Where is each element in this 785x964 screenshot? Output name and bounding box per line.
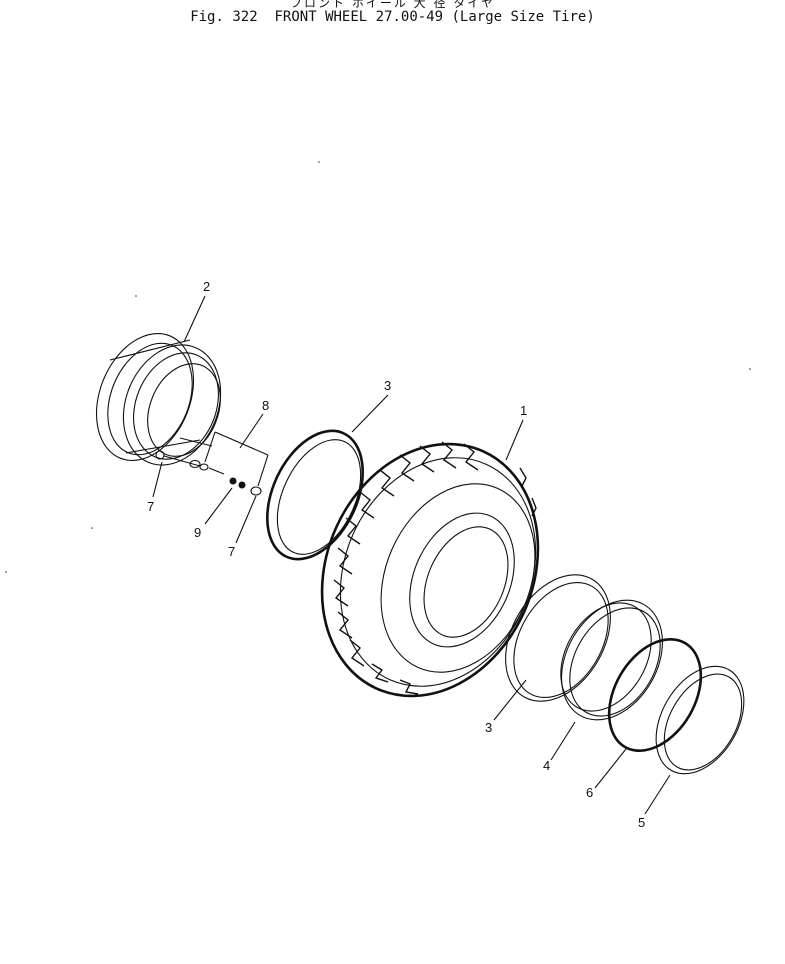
callout-3-upper: 3 xyxy=(384,378,391,393)
callout-8: 8 xyxy=(262,398,269,413)
figure-title: Fig. 322 FRONT WHEEL 27.00-49 (Large Siz… xyxy=(190,9,595,25)
bead-seat-band-upper xyxy=(266,429,364,561)
wheel-rim xyxy=(95,332,222,466)
callout-7-left: 7 xyxy=(147,499,154,514)
valve-assembly xyxy=(155,431,269,496)
scan-specks xyxy=(5,161,751,573)
callout-7-right: 7 xyxy=(228,544,235,559)
leader-lines xyxy=(152,295,671,815)
callout-1: 1 xyxy=(520,403,527,418)
callout-2: 2 xyxy=(203,279,210,294)
tire xyxy=(320,441,540,698)
callout-3-lower: 3 xyxy=(485,720,492,735)
o-ring xyxy=(607,638,703,752)
japanese-title: フロント ホイール 大 径 タイヤ xyxy=(290,0,495,10)
side-ring xyxy=(560,599,663,721)
callout-6: 6 xyxy=(586,785,593,800)
callout-4: 4 xyxy=(543,758,550,773)
lock-ring xyxy=(655,665,745,775)
callout-5: 5 xyxy=(638,815,645,830)
callout-9: 9 xyxy=(194,525,201,540)
bead-seat-band-lower xyxy=(505,574,611,702)
